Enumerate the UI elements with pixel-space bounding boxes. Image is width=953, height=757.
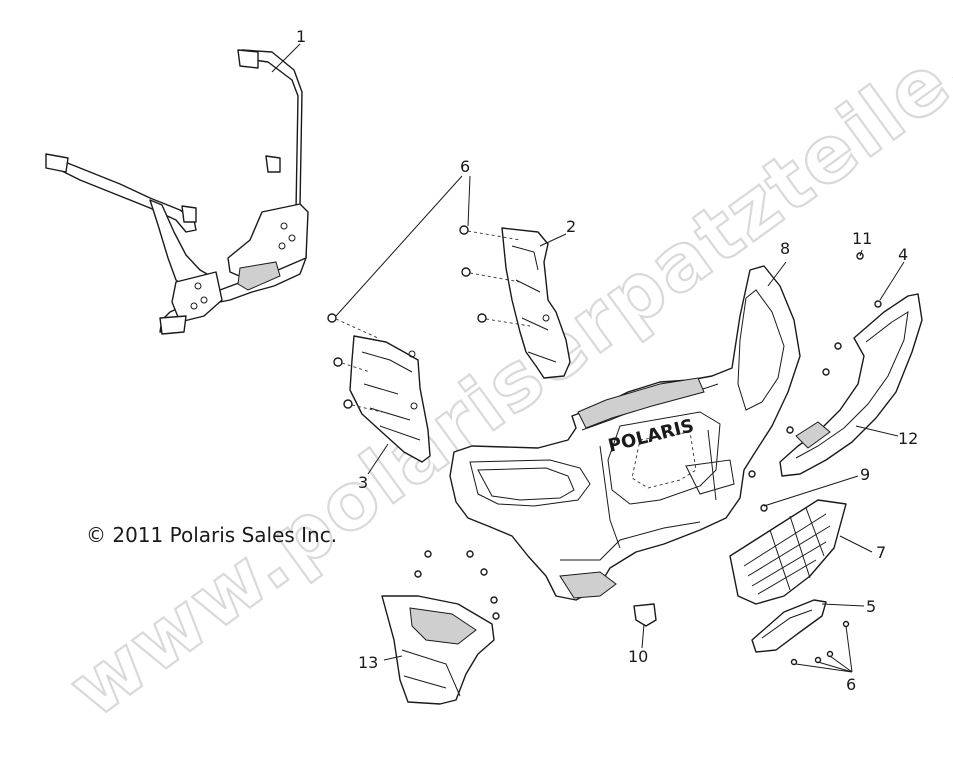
lower-trim-left — [381, 595, 495, 705]
callout-1: 1 — [296, 27, 306, 46]
mesh-grille — [729, 499, 847, 605]
bracket-right — [501, 227, 571, 379]
callout-9: 9 — [860, 465, 870, 484]
callout-4: 4 — [898, 245, 908, 264]
callout-3: 3 — [358, 473, 368, 492]
watermark-text: www.polariserpatzteile.de — [53, 0, 953, 735]
bumper-frame — [45, 49, 309, 335]
front-fascia: POLARIS — [449, 265, 801, 601]
skid-bracket — [751, 599, 827, 653]
callout-12: 12 — [898, 429, 918, 448]
callout-11: 11 — [852, 229, 872, 248]
callout-6-bottom: 6 — [846, 675, 856, 694]
bracket-left — [349, 335, 431, 463]
callout-13: 13 — [358, 653, 378, 672]
fasteners-top — [327, 225, 531, 413]
leader-lines — [271, 43, 905, 673]
copyright-notice: © 2011 Polaris Sales Inc. — [86, 523, 337, 547]
callout-2: 2 — [566, 217, 576, 236]
callout-10: 10 — [628, 647, 648, 666]
callout-5: 5 — [866, 597, 876, 616]
fender-trim-right — [779, 293, 923, 477]
callout-8: 8 — [780, 239, 790, 258]
callout-6-top: 6 — [460, 157, 470, 176]
callout-7: 7 — [876, 543, 886, 562]
fasteners-misc — [414, 252, 882, 666]
